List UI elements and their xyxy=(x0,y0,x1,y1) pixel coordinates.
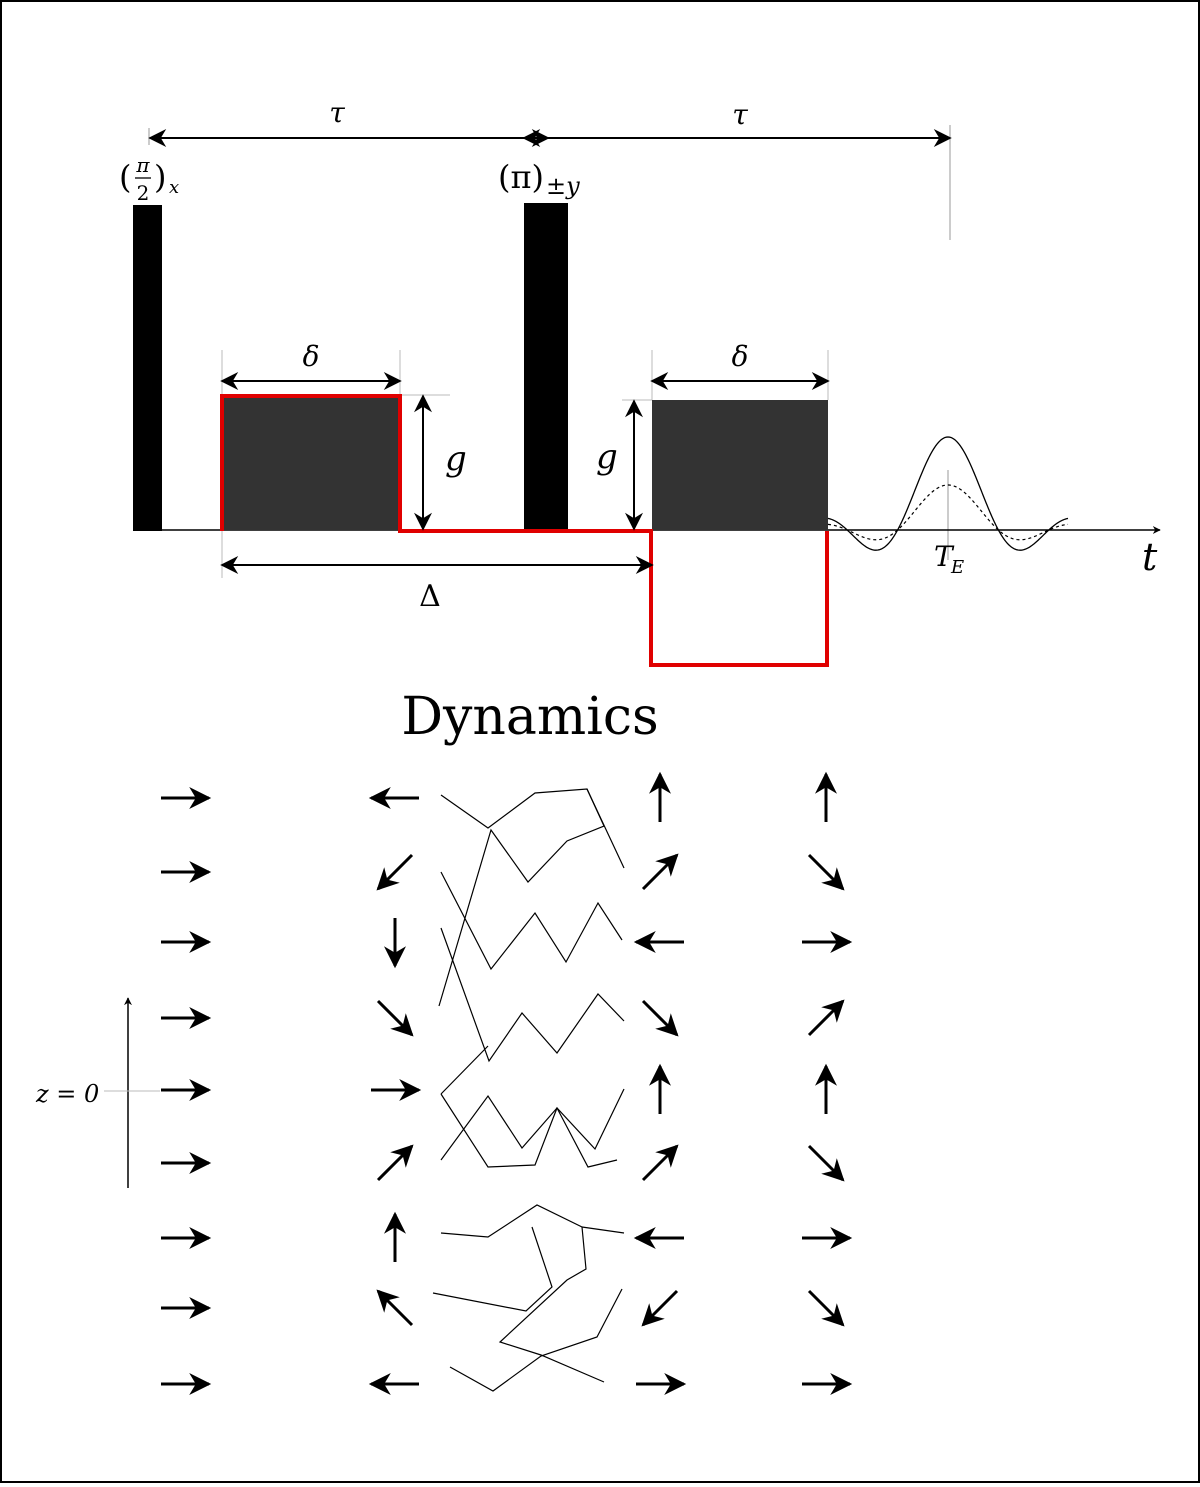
effective-gradient-line xyxy=(220,394,829,667)
svg-text:E: E xyxy=(950,557,964,578)
pulse-sequence: t τ τ ( π 2 ) x (π) ±y xyxy=(119,96,1161,667)
spin-arrow-after-second-gradient-static-2-down-right xyxy=(807,853,845,891)
spin-arrow-after-first-gradient-6-up-right xyxy=(376,1144,414,1182)
pulse-pi-over-2-label: ( π 2 ) x xyxy=(119,153,179,205)
delta-label-1: δ xyxy=(303,340,320,373)
time-axis-label: t xyxy=(1142,535,1158,579)
echo-signal-attenuated xyxy=(827,484,1069,541)
spin-arrow-columns xyxy=(161,771,853,1395)
Delta-label: Δ xyxy=(419,579,441,614)
dynamics-panel: Dynamics z = 0 xyxy=(35,687,853,1395)
svg-text:2: 2 xyxy=(137,181,150,205)
tau-label-2: τ xyxy=(732,98,748,131)
spin-arrow-after-first-gradient-4-down-right xyxy=(376,999,414,1037)
spin-arrow-after-second-gradient-diffusing-4-down-right xyxy=(641,999,679,1037)
pulse-pi-label: (π) ±y xyxy=(498,158,580,200)
spin-arrow-after-second-gradient-static-8-down-right xyxy=(807,1289,845,1327)
z-zero-label: z = 0 xyxy=(35,1080,99,1108)
svg-text:T: T xyxy=(934,540,955,573)
tau-label-1: τ xyxy=(329,96,345,129)
spin-arrow-after-first-gradient-8-up-left xyxy=(376,1289,414,1327)
pulse-pi-over-2 xyxy=(133,205,162,531)
spin-arrow-after-second-gradient-static-4-up-right xyxy=(807,999,845,1037)
spin-arrow-after-first-gradient-2-down-left xyxy=(376,853,414,891)
svg-text:(π): (π) xyxy=(498,158,544,196)
svg-text:π: π xyxy=(135,153,150,177)
pulse-pi xyxy=(524,203,568,531)
spin-arrow-after-second-gradient-diffusing-2-up-right xyxy=(641,853,679,891)
spin-arrow-after-second-gradient-diffusing-8-down-left xyxy=(641,1289,679,1327)
spin-arrow-after-second-gradient-static-6-down-right xyxy=(807,1144,845,1182)
spin-arrow-after-second-gradient-diffusing-6-up-right xyxy=(641,1144,679,1182)
gradient-pulse-2 xyxy=(652,400,828,530)
gradient-pulse-1 xyxy=(222,396,400,530)
echo-signal xyxy=(827,436,1069,551)
g-label-1: g xyxy=(445,439,467,479)
svg-text:x: x xyxy=(169,177,179,198)
delta-label-2: δ xyxy=(732,340,749,373)
g-label-2: g xyxy=(596,437,618,477)
diffusion-paths xyxy=(432,788,625,1392)
dynamics-title: Dynamics xyxy=(401,687,658,747)
svg-text:(: ( xyxy=(119,158,131,196)
svg-text:±y: ±y xyxy=(546,172,580,200)
echo-time-label: T E xyxy=(934,540,964,578)
svg-text:): ) xyxy=(154,158,166,196)
